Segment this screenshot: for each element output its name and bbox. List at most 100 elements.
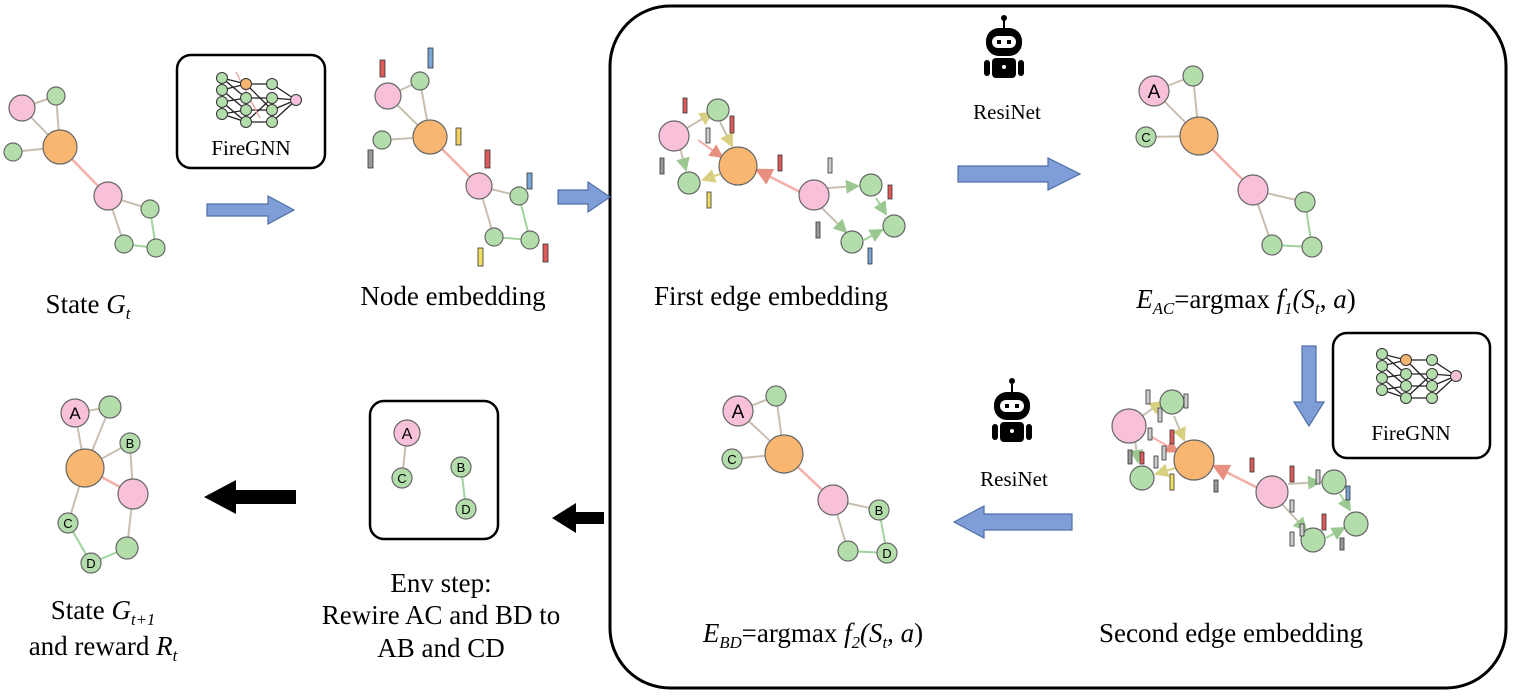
node-pink	[1237, 174, 1269, 206]
node-b	[450, 456, 472, 478]
node-green	[520, 230, 540, 250]
node-green	[882, 214, 906, 238]
node-green	[1129, 465, 1155, 491]
node-green	[3, 142, 23, 162]
edge-embedding-bars	[1127, 389, 1351, 551]
node-label-b: B	[126, 436, 135, 451]
node-a	[722, 395, 754, 427]
node-green	[114, 234, 134, 254]
node-pink	[817, 484, 849, 516]
node-label-a: A	[1148, 82, 1161, 103]
node-label-a: A	[69, 404, 81, 423]
node-b	[868, 499, 890, 521]
node-label-d: D	[86, 556, 95, 571]
node-c	[391, 467, 413, 489]
node-green	[1159, 389, 1185, 415]
arrow-right-3	[957, 157, 1082, 191]
node-green	[840, 230, 864, 254]
node-a	[393, 419, 421, 447]
node-green	[46, 86, 66, 106]
arrow-right-2	[557, 180, 612, 214]
node-label-d: D	[882, 546, 891, 561]
firegnn-label: FireGNN	[211, 136, 291, 160]
node-pink	[117, 478, 149, 510]
node-green	[1182, 65, 1204, 87]
edge-embedding-bars	[659, 97, 893, 265]
node-pink	[798, 179, 830, 211]
node-b	[119, 432, 141, 454]
node-pink	[1255, 475, 1289, 509]
embedding-bars	[367, 47, 549, 267]
graph-state-gt	[3, 86, 166, 258]
node-green	[1300, 527, 1326, 553]
graph-first-edge-embedding	[658, 97, 906, 265]
caption-first-edge-embedding: First edge embedding	[654, 281, 888, 311]
node-c	[721, 448, 743, 470]
arrow-left-black-1	[552, 503, 604, 533]
node-label-b: B	[875, 503, 884, 518]
node-green	[837, 540, 859, 562]
node-label-a: A	[402, 426, 413, 443]
node-label-b: B	[457, 460, 466, 475]
caption-second-edge-embedding: Second edge embedding	[1099, 618, 1363, 648]
caption-state-gt1: State Gt+1 and reward Rt	[28, 595, 178, 665]
node-orange	[764, 434, 804, 474]
node-c	[1135, 126, 1157, 148]
node-orange	[718, 146, 758, 186]
node-green	[98, 395, 122, 419]
node-label-a: A	[732, 402, 745, 423]
node-label-c: C	[1141, 130, 1150, 145]
node-orange	[1179, 116, 1219, 156]
node-orange	[1173, 439, 1215, 481]
arrow-left-black-2	[204, 480, 296, 514]
node-label-c: C	[727, 452, 736, 467]
resinet-label: ResiNet	[973, 100, 1041, 124]
caption-node-embedding: Node embedding	[360, 281, 546, 311]
node-d	[455, 498, 477, 520]
firegnn-label: FireGNN	[1371, 421, 1451, 445]
node-green	[1294, 191, 1316, 213]
node-pink	[374, 82, 402, 110]
graph-eac	[1135, 65, 1323, 258]
graph-state-gt1	[57, 395, 149, 574]
node-green	[140, 199, 160, 219]
node-green	[1261, 234, 1283, 256]
resinet-panel	[608, 4, 1508, 690]
robot-icon-top	[984, 15, 1024, 78]
node-green	[1321, 469, 1347, 495]
node-green	[706, 98, 730, 122]
node-pink	[8, 94, 36, 122]
arrow-down	[1292, 345, 1326, 428]
firegnn-box-right	[1331, 331, 1492, 460]
node-orange	[42, 129, 78, 165]
node-green	[509, 186, 529, 206]
node-pink	[465, 172, 493, 200]
firegnn-box-top	[175, 53, 327, 170]
node-label-c: C	[63, 516, 72, 531]
resinet-label: ResiNet	[980, 467, 1048, 491]
node-pink	[658, 120, 690, 152]
node-green	[1343, 511, 1369, 537]
graph-ebd	[721, 385, 898, 564]
node-green	[146, 238, 166, 258]
node-pink	[1111, 408, 1147, 444]
node-green	[484, 227, 504, 247]
env-step-box	[368, 399, 500, 541]
arrow-right-1	[206, 194, 296, 226]
arrow-left-blue	[952, 505, 1073, 539]
caption-state-gt: State Gt	[45, 289, 131, 323]
graph-second-edge-embedding	[1111, 389, 1369, 553]
node-green	[372, 130, 392, 150]
node-a	[60, 398, 90, 428]
caption-e-ac: EAC=argmax f1(St, a)	[1136, 284, 1356, 318]
node-green	[765, 385, 787, 407]
node-green	[115, 536, 139, 560]
node-a	[1138, 75, 1170, 107]
node-d	[80, 552, 102, 574]
node-label-d: D	[461, 502, 470, 517]
node-orange	[65, 448, 105, 488]
robot-icon-bottom	[992, 378, 1032, 442]
graph-node-embedding	[367, 47, 549, 267]
node-green	[1301, 236, 1323, 258]
